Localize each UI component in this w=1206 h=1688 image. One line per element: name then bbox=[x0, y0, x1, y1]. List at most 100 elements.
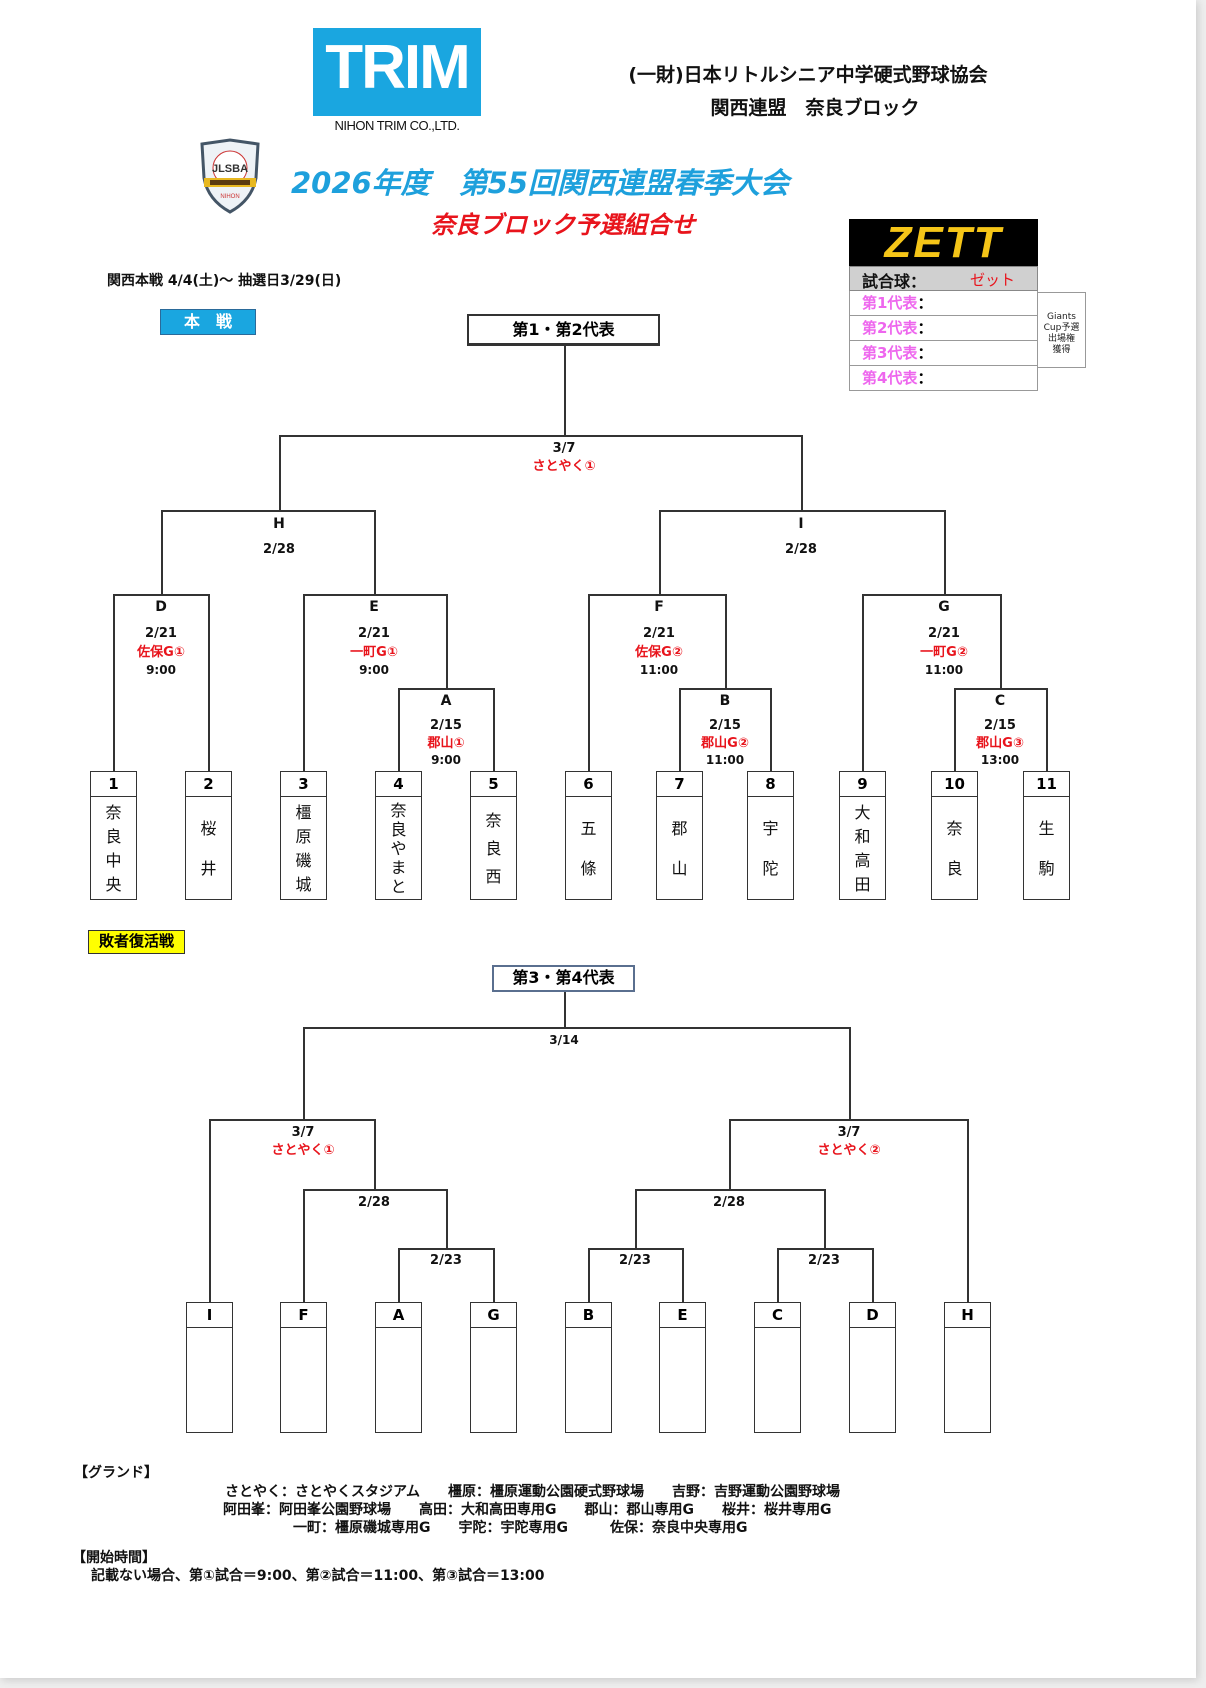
team-name: 奈良中央 bbox=[91, 797, 136, 900]
trim-company-name: NIHON TRIM CO.,LTD. bbox=[334, 118, 460, 133]
quarter-f-venue: 佐保G② bbox=[635, 645, 683, 660]
loser-slot-label: D bbox=[850, 1303, 895, 1328]
bracket-line bbox=[954, 688, 956, 771]
team-name-char: 山 bbox=[671, 858, 688, 878]
team-name-char: と bbox=[390, 877, 407, 896]
bracket-line bbox=[588, 594, 727, 596]
team-name-char: 西 bbox=[485, 866, 502, 886]
quarter-d-date: 2/21 bbox=[145, 626, 177, 641]
bracket-line bbox=[161, 510, 376, 512]
round1-b-venue: 郡山G② bbox=[701, 736, 749, 751]
main-bracket-label: 本 戦 bbox=[160, 309, 256, 335]
quarter-g-time: 11:00 bbox=[924, 663, 964, 677]
team-name-char: 大 bbox=[854, 802, 871, 822]
team-name-char: 原 bbox=[295, 826, 312, 846]
bracket-line bbox=[635, 1189, 637, 1248]
ground-heading: 【グランド】 bbox=[74, 1465, 158, 1481]
match-ball-label: 試合球： bbox=[862, 272, 927, 291]
rep-row-3: 第3代表： bbox=[849, 341, 1038, 366]
quarter-g-date: 2/21 bbox=[928, 626, 960, 641]
loser-slot-box: B bbox=[565, 1302, 612, 1433]
bracket-line bbox=[682, 1248, 684, 1302]
round1-c-date: 2/15 bbox=[984, 718, 1016, 733]
loser-slot-label: G bbox=[471, 1303, 516, 1328]
team-number: 8 bbox=[748, 772, 793, 797]
loser-slot-box: D bbox=[849, 1302, 896, 1433]
bracket-line bbox=[374, 510, 376, 594]
bracket-line bbox=[398, 688, 495, 690]
team-name: 郡山 bbox=[657, 797, 702, 900]
team-name-char: 井 bbox=[200, 858, 217, 878]
rep-colon: ： bbox=[917, 319, 933, 337]
team-name-char: 磯 bbox=[295, 850, 312, 870]
team-name: 宇陀 bbox=[748, 797, 793, 900]
quarter-e-venue: 一町G① bbox=[350, 645, 398, 660]
team-name: 大和高田 bbox=[840, 797, 885, 900]
team-name: 桜井 bbox=[186, 797, 231, 900]
team-name-char: 田 bbox=[854, 874, 871, 894]
bracket-line bbox=[161, 510, 163, 594]
match-ball-row: 試合球： ゼット bbox=[849, 266, 1038, 291]
trim-logo: TRIM bbox=[313, 28, 481, 116]
jlsba-emblem-icon: JLSBA NIHON bbox=[200, 138, 260, 214]
loser-slot-label: B bbox=[566, 1303, 611, 1328]
grounds-line-1: さとやく：さとやくスタジアム 橿原：橿原運動公園硬式野球場 吉野：吉野運動公園野… bbox=[225, 1484, 841, 1500]
team-name-char: 奈 bbox=[390, 801, 407, 820]
team-name-char: 和 bbox=[854, 826, 871, 846]
bracket-line bbox=[113, 594, 115, 771]
team-name-char: 良 bbox=[390, 820, 407, 839]
grounds-line-3: 一町：橿原磯城専用G 宇陀：宇陀専用G 佐保：奈良中央専用G bbox=[293, 1520, 748, 1536]
giants-note-line: 出場権 bbox=[1047, 334, 1075, 344]
team-name: 奈良 bbox=[932, 797, 977, 900]
team-name-char: 陀 bbox=[762, 858, 779, 878]
rep-row-4: 第4代表： bbox=[849, 366, 1038, 391]
loser-slot-label: F bbox=[281, 1303, 326, 1328]
bracket-line bbox=[208, 594, 210, 771]
team-number: 11 bbox=[1024, 772, 1069, 797]
bracket-line bbox=[679, 688, 681, 771]
team-name-char: 良 bbox=[105, 826, 122, 846]
rep-colon: ： bbox=[917, 369, 933, 387]
quarter-d-venue: 佐保G① bbox=[137, 645, 185, 660]
round1-b-time: 11:00 bbox=[705, 753, 745, 767]
round1-a-date: 2/15 bbox=[430, 718, 462, 733]
team-name-char: 央 bbox=[105, 874, 122, 894]
bracket-line bbox=[659, 510, 946, 512]
bracket-line bbox=[493, 1248, 495, 1302]
match-ball-value: ゼット bbox=[970, 271, 1016, 289]
team-name-char: 中 bbox=[105, 850, 122, 870]
quarter-d-label: D bbox=[155, 599, 167, 615]
loser-slot-box: G bbox=[470, 1302, 517, 1433]
team-name-char: 奈 bbox=[105, 802, 122, 822]
rep-row-2: 第2代表： bbox=[849, 316, 1038, 341]
team-name: 奈良やまと bbox=[376, 797, 421, 900]
bracket-line bbox=[113, 594, 210, 596]
round1-b-date: 2/15 bbox=[709, 718, 741, 733]
round1-b-label: B bbox=[719, 693, 731, 709]
bracket-line bbox=[374, 1119, 376, 1189]
team-name: 生駒 bbox=[1024, 797, 1069, 900]
tournament-title: 2026年度 第55回関西連盟春季大会 bbox=[290, 166, 790, 200]
round1-a-venue: 郡山① bbox=[427, 736, 465, 751]
loser-round1-be-date: 2/23 bbox=[619, 1253, 651, 1268]
loser-semi-right-venue: さとやく② bbox=[817, 1143, 881, 1158]
bracket-line bbox=[303, 594, 448, 596]
time-heading: 【開始時間】 bbox=[72, 1550, 156, 1566]
round1-c-venue: 郡山G③ bbox=[976, 736, 1024, 751]
team-name: 奈良西 bbox=[471, 797, 516, 900]
team-name-char: 桜 bbox=[200, 818, 217, 838]
loser-bracket-label: 敗者復活戦 bbox=[88, 930, 185, 954]
loser-quarter-right-date: 2/28 bbox=[713, 1195, 745, 1210]
bracket-line bbox=[659, 510, 661, 594]
bracket-line bbox=[303, 594, 305, 771]
team-number: 9 bbox=[840, 772, 885, 797]
loser-slot-box: H bbox=[944, 1302, 991, 1433]
bracket-line bbox=[588, 1248, 590, 1302]
